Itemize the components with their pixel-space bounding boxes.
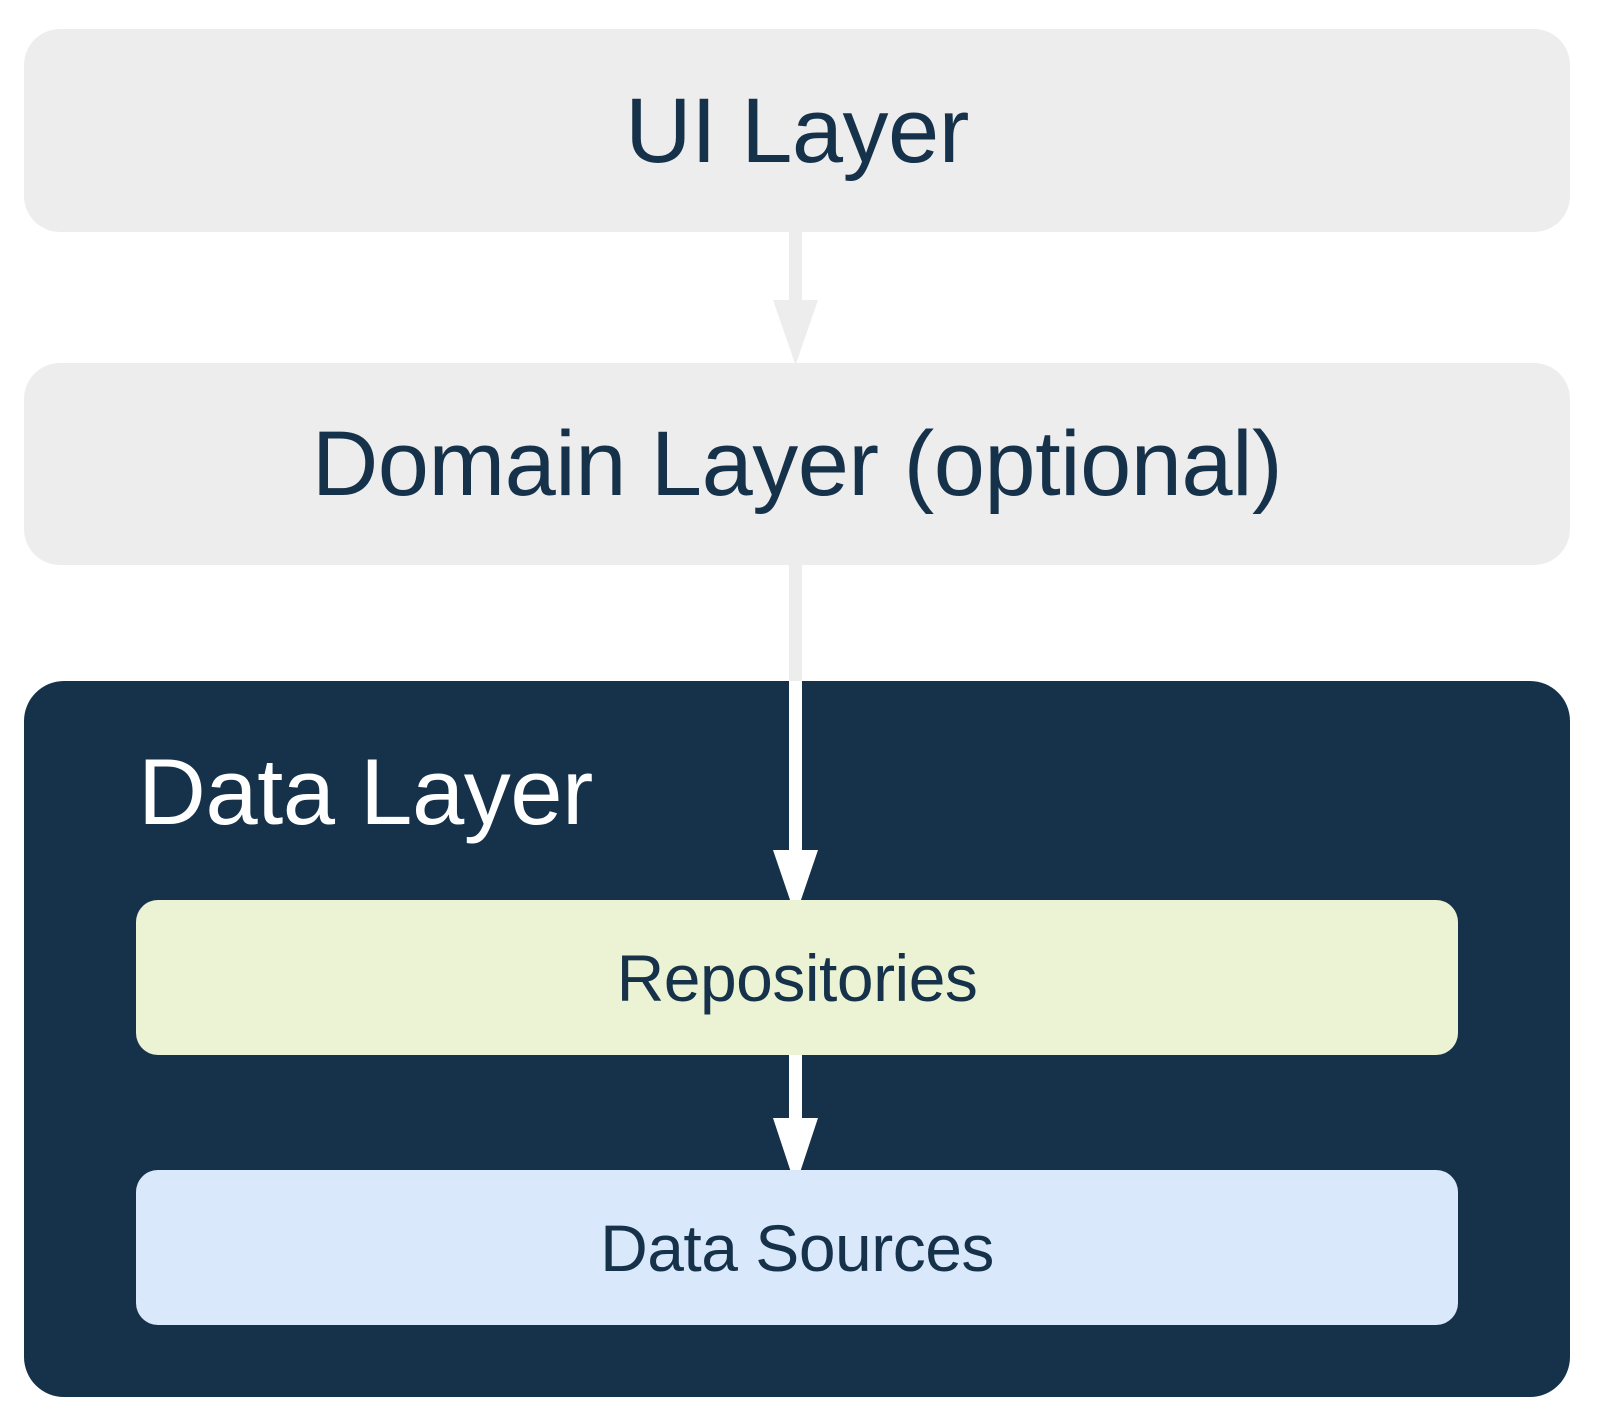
repositories-node[interactable]: Repositories — [136, 900, 1458, 1055]
data-sources-node[interactable]: Data Sources — [136, 1170, 1458, 1325]
domain-layer-node[interactable]: Domain Layer (optional) — [24, 363, 1570, 565]
data-layer-label: Data Layer — [138, 739, 593, 844]
data-sources-label: Data Sources — [600, 1210, 994, 1285]
domain-layer-label: Domain Layer (optional) — [311, 413, 1283, 515]
repositories-label: Repositories — [616, 940, 978, 1015]
ui-layer-label: UI Layer — [625, 79, 969, 182]
ui-layer-node[interactable]: UI Layer — [24, 29, 1570, 232]
